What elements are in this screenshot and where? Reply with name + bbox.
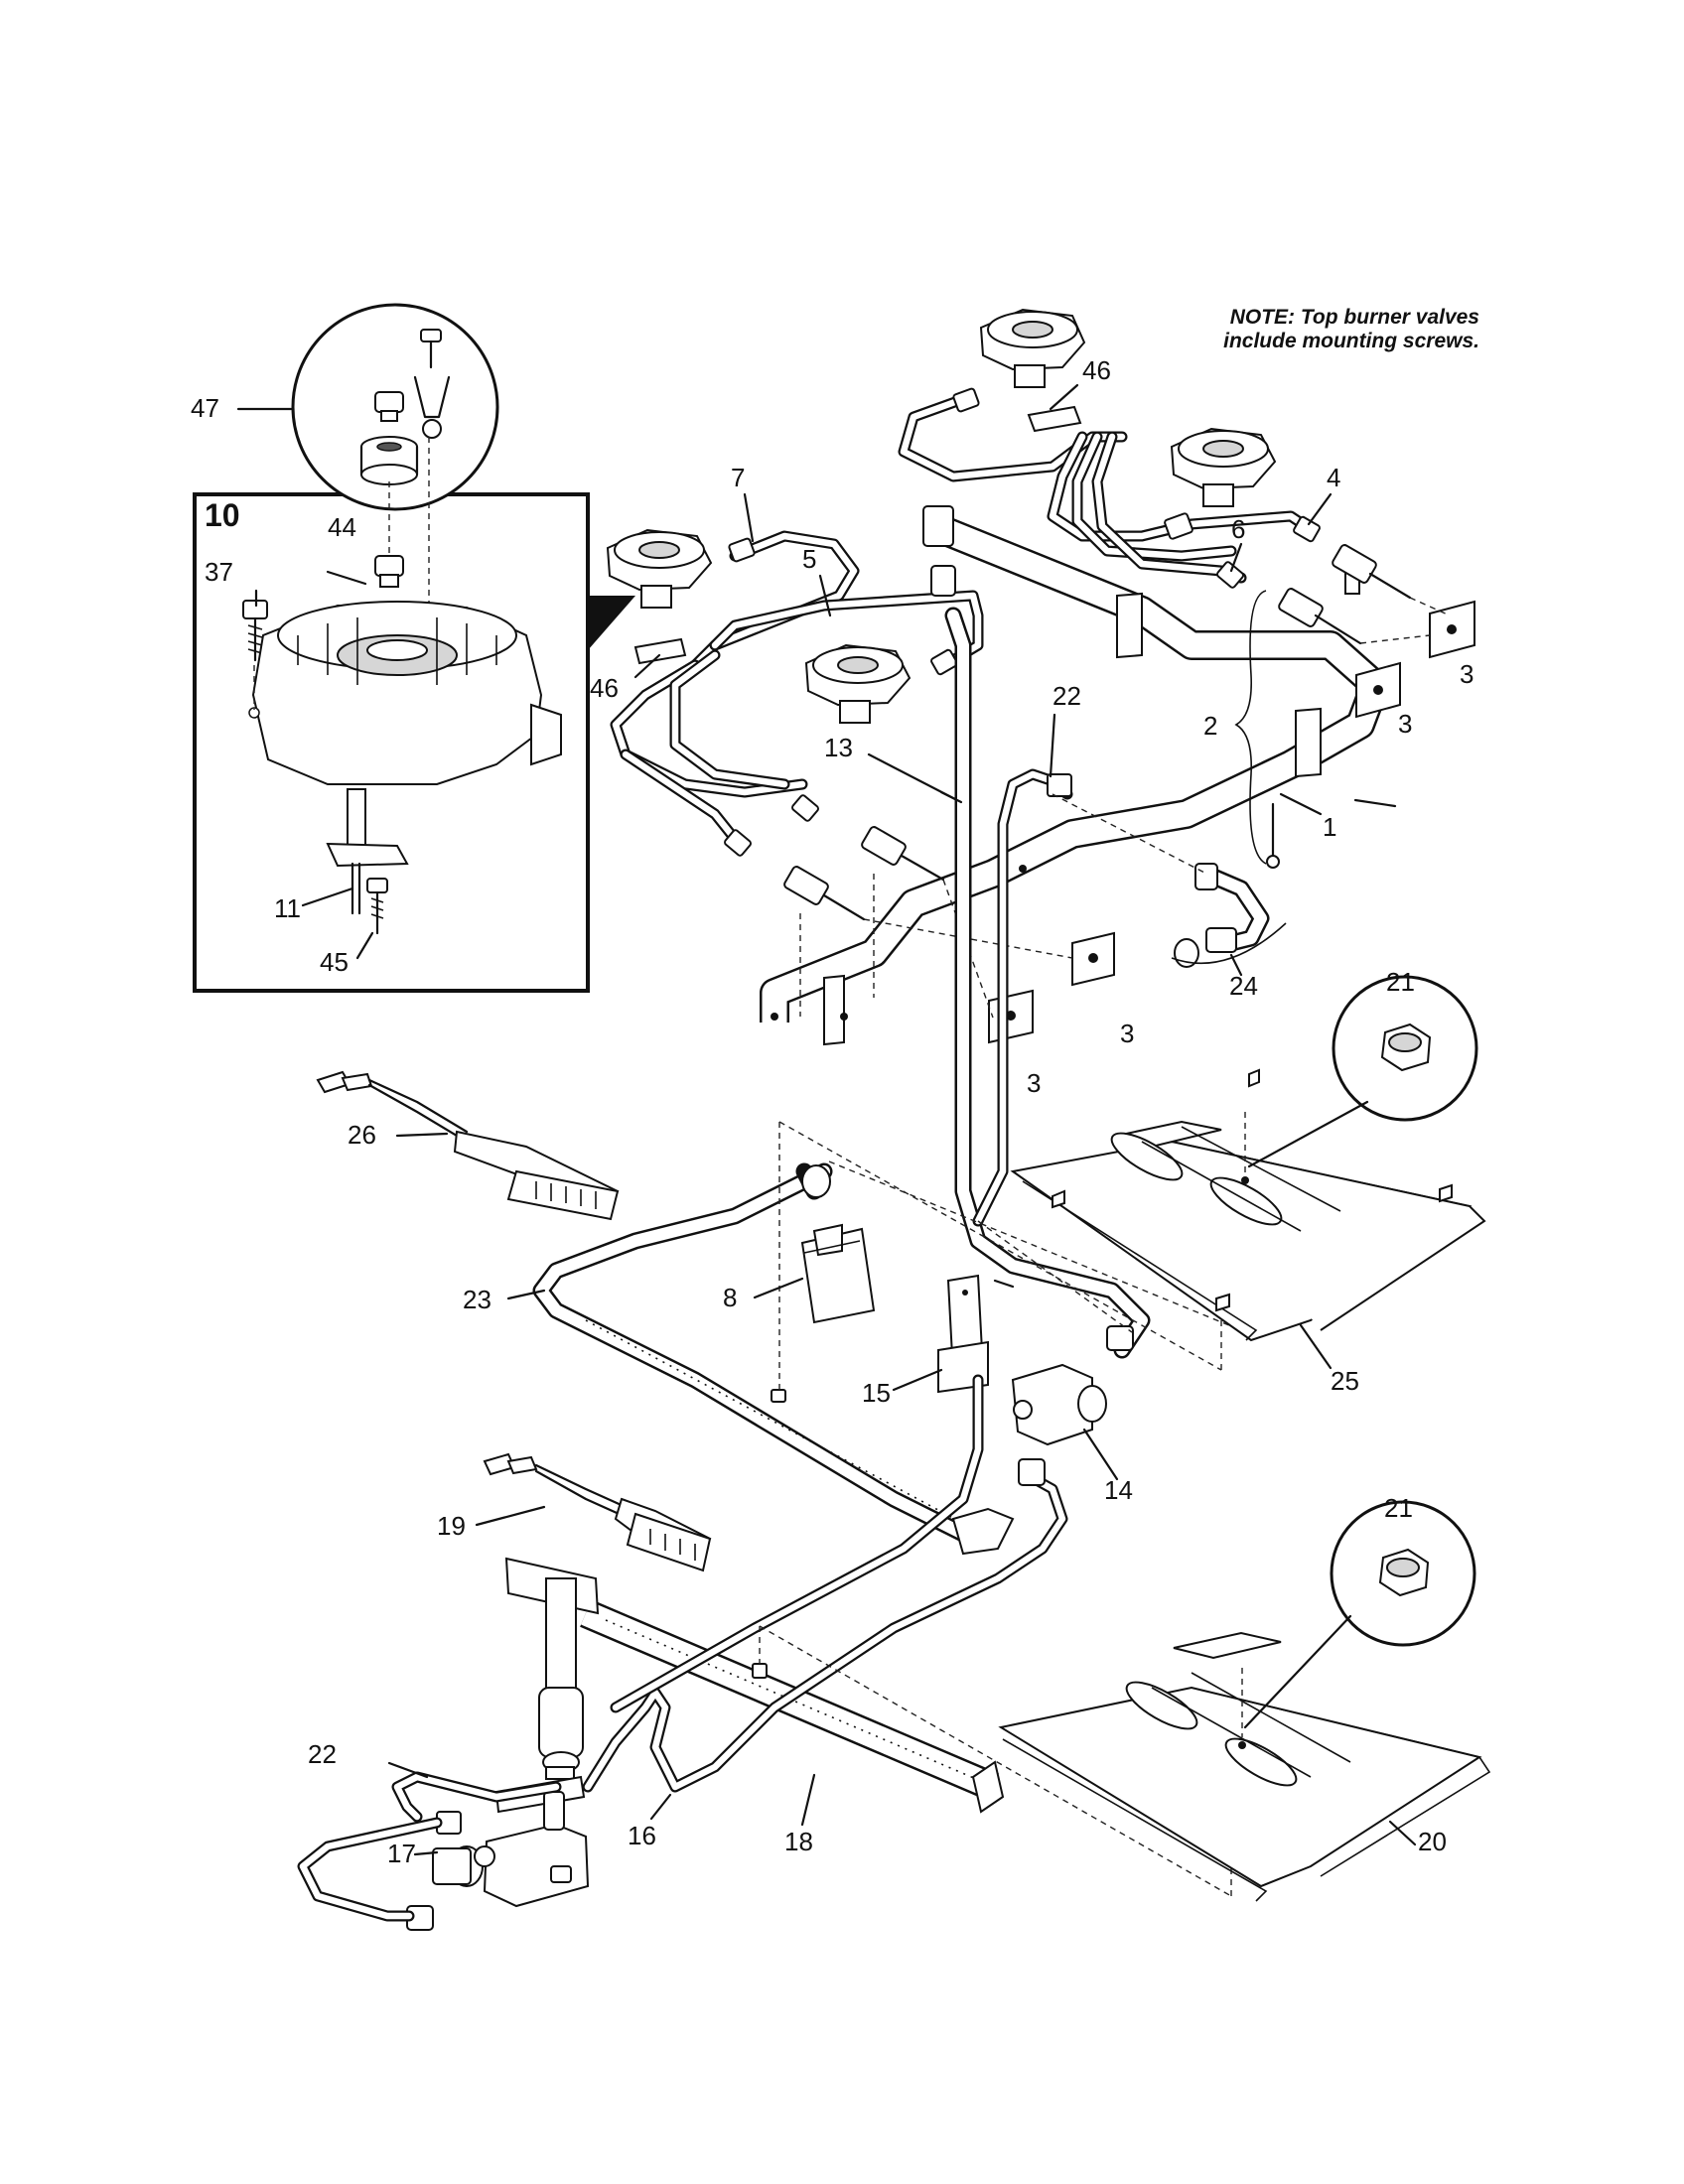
broil-burner xyxy=(297,1374,1232,1931)
callout-24: 24 xyxy=(1229,971,1258,1001)
inset-burner-detail xyxy=(193,303,635,993)
valve-2-a xyxy=(1278,571,1362,645)
callout-16: 16 xyxy=(628,1821,656,1850)
callout-22-lower: 22 xyxy=(308,1739,337,1769)
callout-3-low-left: 3 xyxy=(1027,1068,1041,1098)
top-burner-assembly xyxy=(606,308,1321,857)
valve-left-a xyxy=(861,826,945,882)
callout-11: 11 xyxy=(274,893,301,923)
callout-8: 8 xyxy=(723,1283,737,1312)
igniter-26 xyxy=(316,1070,620,1221)
igniter-19 xyxy=(483,1452,712,1572)
valve-left-b xyxy=(783,866,866,921)
oven-burner xyxy=(532,1121,1242,1556)
callout-17: 17 xyxy=(387,1839,416,1868)
callout-25: 25 xyxy=(1331,1366,1359,1396)
callout-3-low-right: 3 xyxy=(1120,1019,1134,1048)
burner-head-left xyxy=(606,528,713,609)
baffle-20 xyxy=(998,1631,1491,1902)
callout-labels: 47 10 44 37 11 45 7 5 46 46 4 6 3 3 2 22… xyxy=(191,355,1474,1868)
burner-head-top xyxy=(979,308,1086,388)
callout-2: 2 xyxy=(1203,711,1217,741)
callout-15: 15 xyxy=(862,1378,891,1408)
callout-23: 23 xyxy=(463,1285,491,1314)
nut-21-detail-a xyxy=(1247,975,1478,1168)
callout-3-mid: 3 xyxy=(1398,709,1412,739)
callout-1: 1 xyxy=(1323,812,1336,842)
callout-14: 14 xyxy=(1104,1475,1133,1505)
callout-7: 7 xyxy=(731,463,745,492)
valve-2-b xyxy=(1332,544,1412,600)
callout-46-left: 46 xyxy=(590,673,619,703)
callout-22-upper: 22 xyxy=(1052,681,1081,711)
callout-20: 20 xyxy=(1418,1827,1447,1856)
callout-18: 18 xyxy=(784,1827,813,1856)
callout-6: 6 xyxy=(1231,514,1245,544)
callout-46-top: 46 xyxy=(1082,355,1111,385)
burner-head-right xyxy=(1170,427,1277,507)
callout-47: 47 xyxy=(191,393,219,423)
callout-4: 4 xyxy=(1327,463,1340,492)
callout-45: 45 xyxy=(320,947,349,977)
nut-21-detail-b xyxy=(1243,1500,1476,1729)
callout-3-right: 3 xyxy=(1460,659,1474,689)
callout-19: 19 xyxy=(437,1511,466,1541)
callout-13: 13 xyxy=(824,733,853,762)
callout-44: 44 xyxy=(328,512,356,542)
callout-5: 5 xyxy=(802,544,816,574)
note-text: NOTE: Top burner valves include mounting… xyxy=(1162,306,1479,353)
note-line-1: NOTE: Top burner valves xyxy=(1229,306,1479,329)
baffle-25 xyxy=(1010,1068,1486,1342)
callout-21-lower: 21 xyxy=(1384,1493,1413,1523)
callout-leaders xyxy=(254,383,1417,1856)
supply-tubes xyxy=(939,607,1287,1359)
callout-10: 10 xyxy=(205,497,240,533)
callout-26: 26 xyxy=(348,1120,376,1150)
note-line-2: include mounting screws. xyxy=(1223,330,1479,352)
manifold-pipe xyxy=(760,505,1390,1046)
callout-21-upper: 21 xyxy=(1386,967,1415,997)
callout-37: 37 xyxy=(205,557,233,587)
burner-head-center xyxy=(804,643,912,724)
